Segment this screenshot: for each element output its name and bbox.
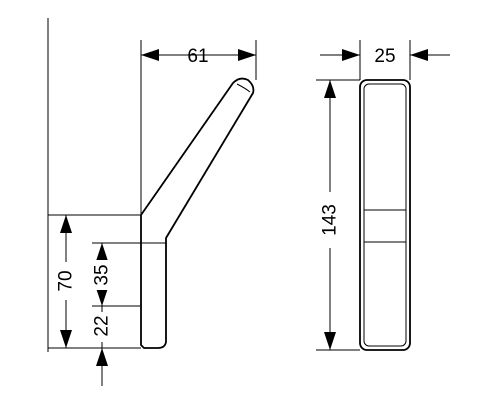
dimension-70: 70 <box>48 214 141 349</box>
dimension-61: 61 <box>140 40 257 215</box>
dimension-70-label: 70 <box>56 270 77 291</box>
dimension-143: 143 <box>316 79 360 351</box>
dimension-25: 25 <box>320 40 450 80</box>
hook-front-view <box>359 79 411 351</box>
front-plate-inner <box>363 83 407 347</box>
dimension-143-label: 143 <box>320 204 341 236</box>
dimension-61-label: 61 <box>187 46 208 67</box>
hook-outline <box>140 77 255 349</box>
dimension-22-label: 22 <box>92 315 113 336</box>
dimension-35: 35 <box>91 242 141 307</box>
hook-tip-line <box>236 83 251 93</box>
hook-side-view <box>140 77 255 349</box>
dimension-35-label: 35 <box>92 264 113 285</box>
dimension-22: 22 <box>91 306 141 386</box>
dimension-25-label: 25 <box>374 46 395 67</box>
front-plate-outline <box>359 79 411 351</box>
